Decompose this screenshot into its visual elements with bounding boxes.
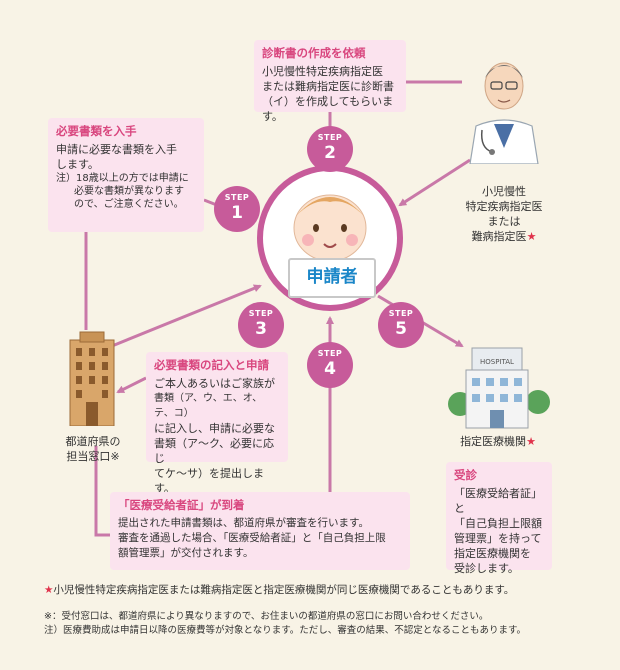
step-5-title: 受診 <box>454 468 477 482</box>
note-subsidy: 注）医療費助成は申請日以降の医療費等が対象となります。ただし、審査の結果、不認定… <box>44 625 527 636</box>
step-1-badge: STEP 1 <box>214 186 260 232</box>
step-4-badge: STEP 4 <box>307 342 353 388</box>
hospital-sign: HOSPITAL <box>480 358 514 366</box>
hospital-icon: HOSPITAL <box>448 347 550 429</box>
step-5-box: 受診 「医療受給者証」と 「自己負担上限額 管理票」を持って 指定医療機関を 受… <box>446 462 552 575</box>
notes: ※：受付窓口は、都道府県により異なりますので、お住まいの都道府県の窓口にお問い合… <box>44 610 526 638</box>
step-5-badge: STEP 5 <box>378 302 424 348</box>
step-1-title: 必要書類を入手 <box>56 124 137 138</box>
baby-icon <box>293 194 367 262</box>
step-2-title: 診断書の作成を依頼 <box>262 46 366 60</box>
step-2-box: 診断書の作成を依頼 小児慢性特定疾病指定医 または難病指定医に診断書 （イ）を作… <box>254 40 406 123</box>
step-1-box: 必要書類を入手 申請に必要な書類を入手 します。 注）18歳以上の方では申請に … <box>48 118 204 232</box>
star-icon: ★ <box>44 584 54 596</box>
note-reception: ※：受付窓口は、都道府県により異なりますので、お住まいの都道府県の窓口にお問い合… <box>44 611 489 622</box>
star-icon: ★ <box>526 435 536 448</box>
step-3-badge: STEP 3 <box>238 302 284 348</box>
applicant-sign: 申請者 <box>288 258 376 298</box>
step-3-title: 必要書類の記入と申請 <box>154 358 269 372</box>
hospital-label: 指定医療機関★ <box>460 435 536 448</box>
star-footnote: ★小児慢性特定疾病指定医または難病指定医と指定医療機関が同じ医療機関であることも… <box>44 584 515 596</box>
doctor-icon <box>469 62 539 164</box>
prefecture-label: 都道府県の 担当窓口※ <box>65 435 121 463</box>
step-4-box: 「医療受給者証」が到着 提出された申請書類は、都道府県が審査を行います。 審査を… <box>110 492 410 570</box>
doctor-label: 小児慢性 特定疾病指定医 または 難病指定医★ <box>465 185 543 243</box>
step-4-title: 「医療受給者証」が到着 <box>118 498 245 512</box>
step-3-box: 必要書類の記入と申請 ご本人あるいはご家族が 書類（ア、ウ、エ、オ、テ、コ） に… <box>146 352 288 495</box>
star-icon: ★ <box>526 230 537 243</box>
step-2-badge: STEP 2 <box>307 126 353 172</box>
applicant-label: 申請者 <box>306 267 358 287</box>
building-icon <box>69 331 115 426</box>
